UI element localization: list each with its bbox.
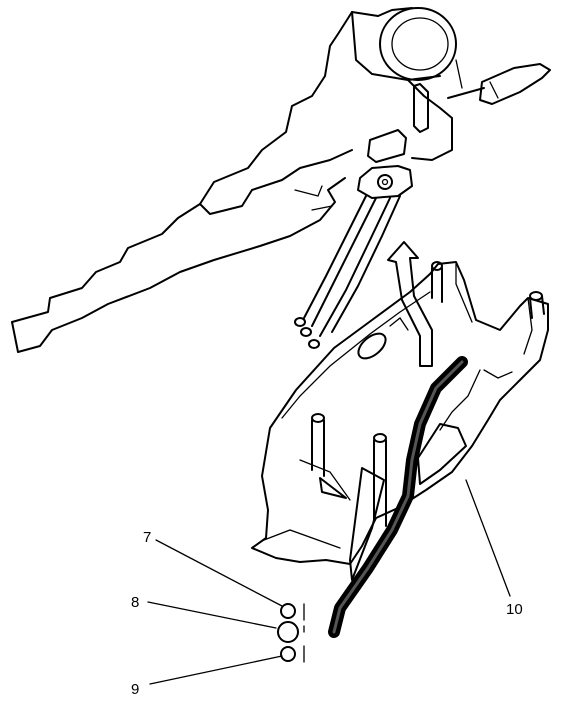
dipstick-probe: [447, 63, 551, 105]
bracket-pipe: [367, 83, 429, 163]
install-direction-arrow: [387, 241, 433, 367]
callout-9: 9: [131, 681, 139, 698]
leader-9: [149, 655, 283, 685]
engine-block: [11, 11, 379, 353]
hose-clip: [357, 165, 413, 199]
hose-bundle: [294, 195, 401, 349]
leader-10: [465, 479, 511, 597]
washer-8: [277, 621, 299, 643]
callout-10: 10: [506, 601, 523, 618]
leader-7: [155, 539, 283, 607]
washer-9: [280, 646, 296, 662]
leader-8: [147, 601, 277, 629]
callout-8: 8: [131, 594, 139, 611]
cover-studs: [311, 261, 545, 527]
leader-lines: [147, 479, 511, 685]
flywheel-housing: [351, 7, 463, 161]
callout-7: 7: [143, 529, 151, 546]
cover-bracket: [319, 423, 467, 581]
lower-cover: [251, 261, 549, 565]
washer-7: [280, 603, 296, 619]
wiring-harness: [328, 356, 468, 638]
cover-opening: [357, 317, 409, 360]
